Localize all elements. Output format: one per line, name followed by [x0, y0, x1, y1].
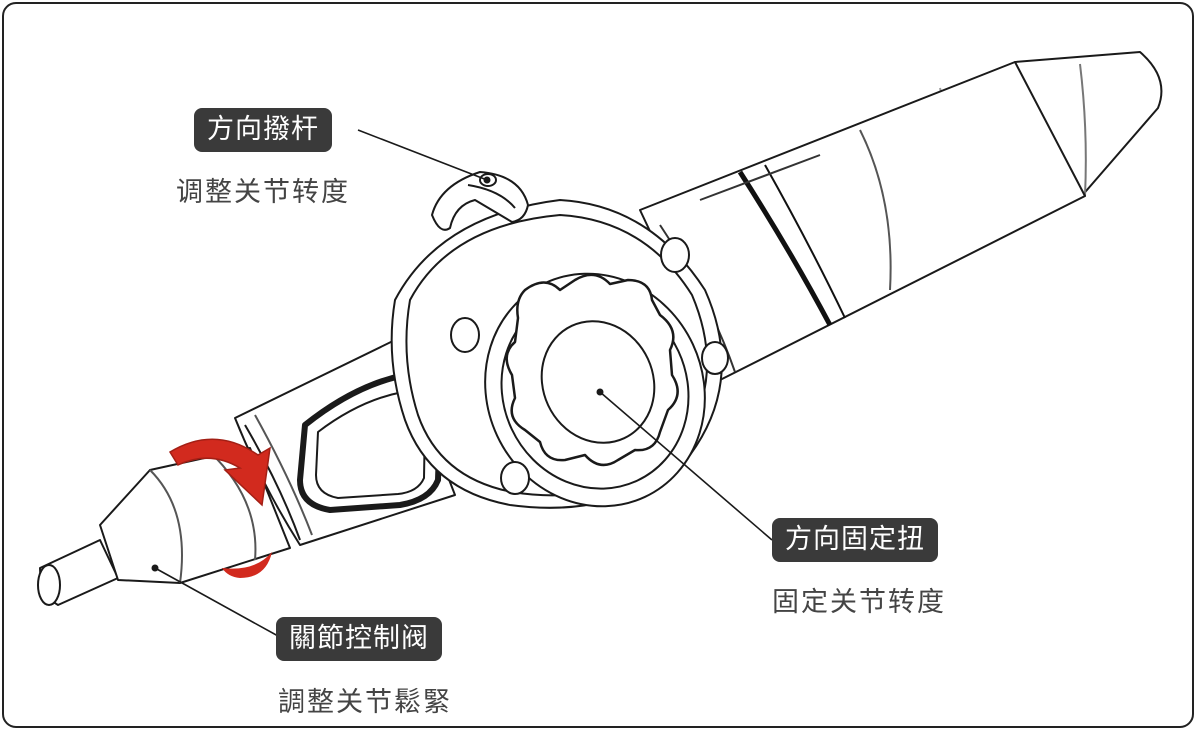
valve-description: 調整关节鬆緊	[278, 687, 452, 718]
control-head	[390, 199, 729, 509]
rotation-arrow	[168, 438, 272, 578]
lever-leader-line	[357, 129, 488, 181]
valve-label: 關節控制阀	[276, 617, 442, 661]
valve-leader-line	[154, 567, 279, 637]
direction-lever	[431, 171, 529, 231]
knob-label: 方向固定扭	[772, 518, 938, 562]
knob-description: 固定关节转度	[772, 587, 946, 618]
lever-description: 调整关节转度	[176, 177, 350, 208]
knob-leader-line	[599, 391, 773, 541]
lever-label: 方向撥杆	[194, 108, 332, 152]
